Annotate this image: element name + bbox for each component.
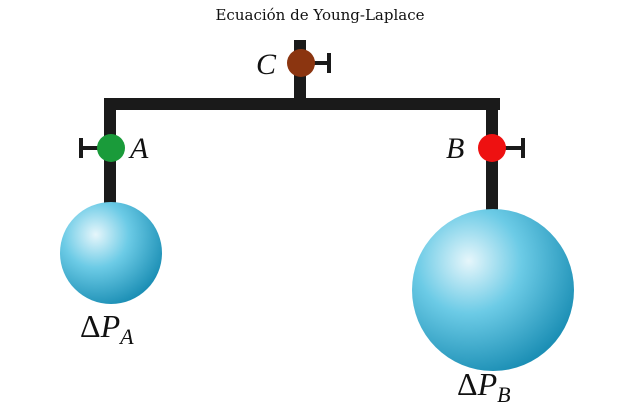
pipe-horizontal — [104, 98, 500, 110]
bubble-a-pressure-label: ΔPA — [80, 308, 134, 349]
bubble-a-delta: Δ — [80, 308, 101, 344]
valve-c-label: C — [256, 48, 277, 81]
valve-b-knob — [478, 134, 506, 162]
valve-b[interactable] — [478, 134, 525, 162]
bubble-b-var: P — [477, 366, 498, 402]
valve-c[interactable] — [287, 49, 331, 77]
valve-c-handle-cap — [327, 53, 331, 73]
bubble-b-delta: Δ — [457, 366, 478, 402]
bubble-b-pressure-label: ΔPB — [457, 366, 511, 407]
diagram-title: Ecuación de Young-Laplace — [215, 6, 425, 24]
bubble-a-sub: A — [118, 324, 134, 349]
bubble-b — [412, 209, 574, 371]
valve-a-label: A — [128, 132, 149, 165]
valve-a[interactable] — [79, 134, 125, 162]
valve-b-handle — [492, 146, 522, 150]
valve-b-handle-cap — [521, 138, 525, 158]
bubble-b-sub: B — [497, 382, 510, 407]
bubble-a — [60, 202, 162, 304]
valve-a-knob — [97, 134, 125, 162]
valve-b-label: B — [446, 132, 464, 165]
bubble-a-var: P — [100, 308, 121, 344]
valve-a-handle-cap — [79, 138, 83, 158]
valve-c-knob — [287, 49, 315, 77]
